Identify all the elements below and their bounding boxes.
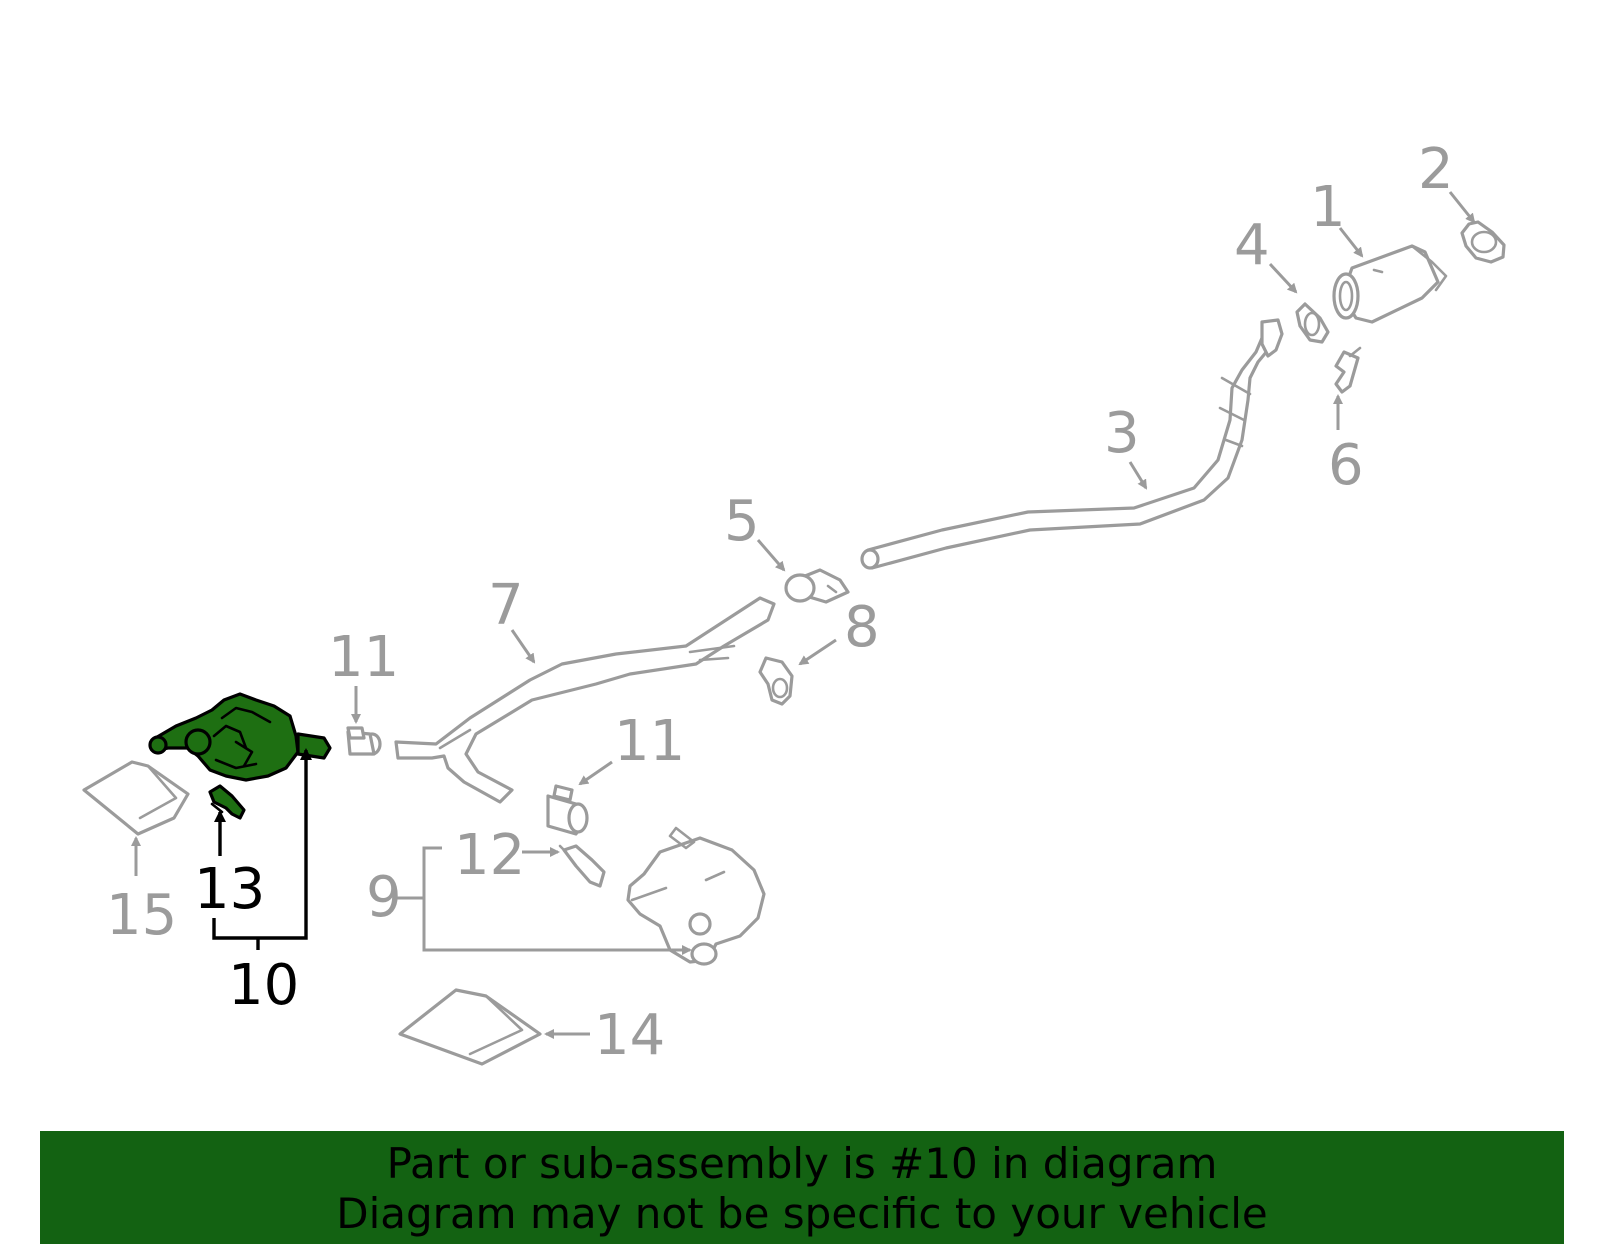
part-13-sensor[interactable] bbox=[208, 784, 246, 820]
callout-2: 2 bbox=[1418, 137, 1454, 202]
part-10-muffler[interactable] bbox=[148, 692, 332, 782]
callout-11-lower: 11 bbox=[614, 709, 685, 774]
part-14-heat-shield[interactable] bbox=[398, 988, 542, 1066]
callout-labels: 1 2 3 4 5 6 7 8 9 10 11 11 12 13 14 15 bbox=[106, 137, 1454, 1068]
callout-1: 1 bbox=[1310, 175, 1346, 240]
part-15-heat-shield[interactable] bbox=[82, 760, 190, 836]
banner-line-2: Diagram may not be specific to your vehi… bbox=[336, 1189, 1268, 1238]
callout-15: 15 bbox=[106, 883, 177, 948]
callout-9: 9 bbox=[366, 865, 402, 930]
part-11-clamp-upper[interactable] bbox=[346, 726, 382, 756]
banner-line-1: Part or sub-assembly is #10 in diagram bbox=[386, 1139, 1218, 1188]
leader-lines bbox=[131, 191, 1476, 1039]
part-11-clamp-lower[interactable] bbox=[546, 784, 589, 836]
callout-13: 13 bbox=[194, 857, 265, 922]
part-9-rear-muffler[interactable] bbox=[626, 826, 766, 966]
callout-10: 10 bbox=[228, 953, 299, 1018]
info-banner: Part or sub-assembly is #10 in diagram D… bbox=[40, 1131, 1564, 1244]
part-8-hanger[interactable] bbox=[758, 656, 794, 706]
callout-4: 4 bbox=[1234, 213, 1270, 278]
callout-11-upper: 11 bbox=[328, 625, 399, 690]
part-2-gasket[interactable] bbox=[1460, 220, 1506, 264]
part-5-hanger[interactable] bbox=[784, 568, 850, 604]
part-6-bracket[interactable] bbox=[1334, 346, 1362, 394]
callout-5: 5 bbox=[724, 489, 760, 554]
callout-3: 3 bbox=[1104, 401, 1140, 466]
part-12-sensor[interactable] bbox=[558, 844, 606, 888]
leader-lines-highlighted bbox=[212, 748, 312, 950]
callout-6: 6 bbox=[1328, 433, 1364, 498]
part-4-gasket[interactable] bbox=[1295, 302, 1330, 344]
callout-14: 14 bbox=[594, 1003, 665, 1068]
callout-7: 7 bbox=[488, 573, 524, 638]
callout-12: 12 bbox=[454, 823, 525, 888]
callout-8: 8 bbox=[844, 595, 880, 660]
part-7-center-pipe[interactable] bbox=[394, 596, 776, 804]
part-1-catalytic-converter[interactable] bbox=[1332, 244, 1448, 324]
part-3-intermediate-pipe[interactable] bbox=[860, 318, 1284, 570]
